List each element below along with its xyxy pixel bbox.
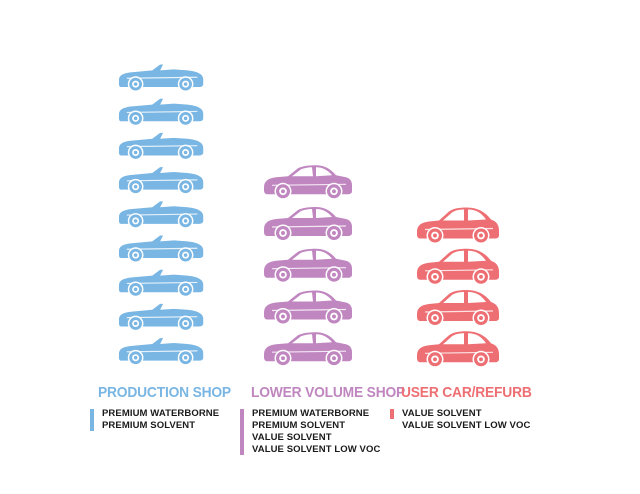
car-window [316,209,332,218]
hatchback-car-icon [417,331,499,368]
wheel-hub [133,184,138,189]
car-window [316,250,332,260]
wheel-hub [183,321,188,326]
column-title-user-car-refurb: USER CAR/REFURB [401,384,532,401]
legend-item: PREMIUM SOLVENT [252,420,346,431]
wheel-hub [183,116,188,121]
car-window [443,292,464,303]
car-window [468,209,486,221]
wheel-hub [332,272,336,277]
convertible-car-icon [118,167,204,195]
legend-item: VALUE SOLVENT [402,408,482,419]
car-window [292,250,313,260]
car-window [468,333,486,345]
wheel-hub [332,231,336,235]
car-window [316,334,332,344]
wheel-hub [281,356,285,361]
convertible-car-icon [118,64,204,92]
car-window [316,167,332,177]
car-window [443,209,464,221]
legend-item: VALUE SOLVENT LOW VOC [252,444,381,455]
hatchback-car-icon [417,248,499,286]
wheel-hub [281,272,285,277]
wheel-hub [479,357,483,362]
legend-list: PREMIUM WATERBORNE PREMIUM SOLVENT VALUE… [240,408,380,456]
wheel-hub [479,233,483,238]
wheel-hub [183,82,188,86]
wheel-hub [183,355,188,360]
legend-color-bar [90,409,94,431]
legend-production-shop: PREMIUM WATERBORNE PREMIUM SOLVENT [90,408,219,432]
legend-item: VALUE SOLVENT [252,432,332,443]
wheel-hub [183,150,188,155]
car-window [443,250,464,262]
convertible-car-icon [118,98,204,127]
wheel-hub [133,355,138,360]
wheel-hub [133,219,138,223]
wheel-hub [433,233,437,238]
convertible-car-icon [118,132,204,161]
legend-color-bar [390,409,394,419]
wheel-hub [133,82,138,86]
convertible-car-icon [118,235,204,263]
hatchback-car-icon [417,207,499,244]
legend-user-car-refurb: VALUE SOLVENT VALUE SOLVENT LOW VOC [390,408,530,432]
wheel-hub [183,184,188,189]
wheel-hub [479,316,483,320]
car-window [316,292,332,302]
legend-item: VALUE SOLVENT LOW VOC [402,420,531,431]
wheel-hub [183,287,188,292]
wheel-hub [133,150,138,155]
column-title-lower-volume-shop: LOWER VOLUME SHOP [251,384,406,401]
car-icons-layer [118,64,499,368]
sedan-car-icon [264,165,352,200]
wheel-hub [433,274,437,279]
sedan-car-icon [264,248,352,284]
wheel-hub [281,314,285,319]
hatchback-car-icon [417,290,499,327]
wheel-hub [332,314,336,319]
wheel-hub [133,253,138,257]
legend-list: VALUE SOLVENT VALUE SOLVENT LOW VOC [390,408,530,432]
car-window [468,250,486,262]
wheel-hub [281,231,285,235]
wheel-hub [133,321,138,326]
wheel-hub [183,219,188,223]
wheel-hub [183,253,188,257]
sedan-car-icon [264,290,352,325]
convertible-car-icon [118,201,204,229]
legend-item: PREMIUM WATERBORNE [102,408,220,419]
column-title-production-shop: PRODUCTION SHOP [98,384,231,401]
car-window [292,292,313,302]
sedan-car-icon [264,207,352,242]
wheel-hub [332,189,336,194]
wheel-hub [479,274,483,279]
car-window [292,334,313,344]
sedan-car-icon [264,332,352,367]
legend-lower-volume-shop: PREMIUM WATERBORNE PREMIUM SOLVENT VALUE… [240,408,380,456]
wheel-hub [133,116,138,121]
convertible-car-icon [118,338,204,366]
car-window [292,167,313,177]
convertible-car-icon [118,303,204,332]
legend-color-bar [240,409,244,455]
car-window [292,209,313,218]
legend-list: PREMIUM WATERBORNE PREMIUM SOLVENT [90,408,219,432]
car-window [468,292,486,303]
wheel-hub [332,356,336,361]
legend-item: PREMIUM SOLVENT [102,420,196,431]
convertible-car-icon [118,269,204,298]
car-window [443,333,464,345]
wheel-hub [133,287,138,292]
wheel-hub [281,189,285,194]
wheel-hub [433,316,437,320]
wheel-hub [433,357,437,362]
legend-item: PREMIUM WATERBORNE [252,408,370,419]
